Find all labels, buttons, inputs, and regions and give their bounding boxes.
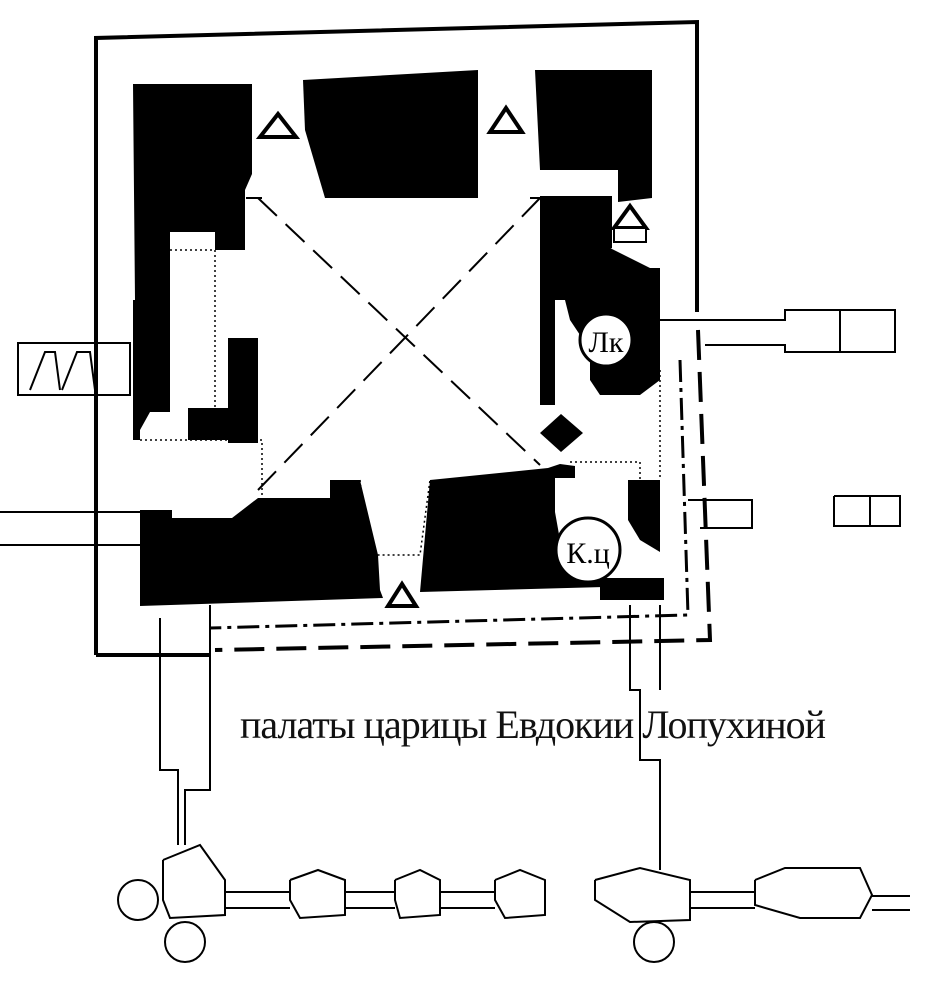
window-markers xyxy=(255,104,650,608)
lower-marker: К.ц xyxy=(554,516,622,584)
upper-marker-label: Лк xyxy=(589,326,624,359)
lower-marker-label: К.ц xyxy=(566,537,610,570)
west-annex xyxy=(0,342,140,546)
walls xyxy=(133,70,664,606)
boundary-lines xyxy=(209,329,713,652)
construction-lines xyxy=(140,249,641,556)
vault-lines xyxy=(246,197,548,491)
towers xyxy=(117,879,675,963)
lower-wall xyxy=(159,605,910,924)
upper-marker: Лк xyxy=(578,290,634,395)
building-outline xyxy=(94,19,699,657)
plan-caption: палаты царицы Евдокии Лопухиной xyxy=(240,702,826,747)
east-annex xyxy=(660,309,901,529)
